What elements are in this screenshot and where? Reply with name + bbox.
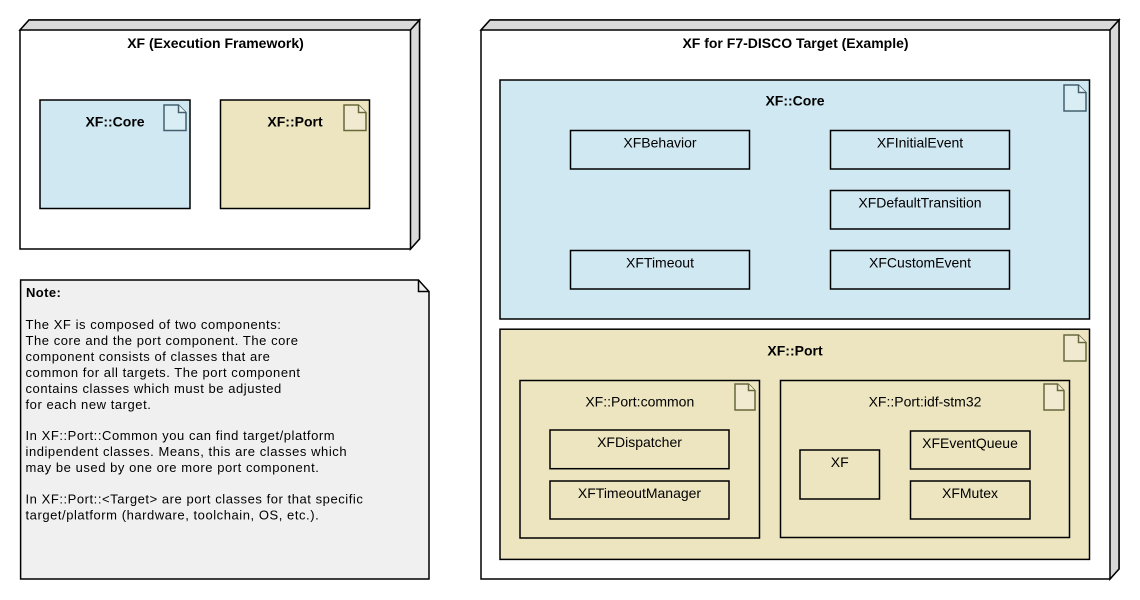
- svg-text:XF::Core: XF::Core: [765, 93, 824, 109]
- svg-text:XFDispatcher: XFDispatcher: [597, 434, 682, 450]
- svg-text:XF::Port:idf-stm32: XF::Port:idf-stm32: [869, 394, 982, 410]
- svg-text:for each new target.: for each new target.: [26, 397, 152, 412]
- svg-text:XF::Port:common: XF::Port:common: [585, 394, 694, 410]
- svg-text:XF: XF: [831, 454, 849, 470]
- svg-text:The XF is composed of two comp: The XF is composed of two components:: [26, 317, 282, 332]
- svg-text:XFDefaultTransition: XFDefaultTransition: [858, 195, 981, 211]
- svg-text:component consists of classes: component consists of classes that are: [26, 349, 271, 364]
- svg-text:XF::Port: XF::Port: [767, 343, 823, 359]
- svg-text:XF::Core: XF::Core: [85, 114, 144, 130]
- svg-text:XFCustomEvent: XFCustomEvent: [869, 255, 971, 271]
- svg-text:common for all targets. The po: common for all targets. The port compone…: [26, 365, 301, 380]
- svg-text:XFEventQueue: XFEventQueue: [922, 435, 1018, 451]
- svg-text:In XF::Port::<Target> are port: In XF::Port::<Target> are port classes f…: [26, 492, 364, 507]
- svg-text:In XF::Port::Common you can fi: In XF::Port::Common you can find target/…: [26, 428, 336, 443]
- svg-text:XFBehavior: XFBehavior: [623, 135, 696, 151]
- svg-text:target/platform (hardware, too: target/platform (hardware, toolchain, OS…: [26, 508, 320, 523]
- svg-text:XFTimeout: XFTimeout: [626, 255, 694, 271]
- svg-text:contains classes which must be: contains classes which must be adjusted: [26, 381, 282, 396]
- svg-text:XF::Port: XF::Port: [267, 114, 323, 130]
- svg-text:indipendent classes. Means, th: indipendent classes. Means, this are cla…: [26, 444, 348, 459]
- svg-text:XFMutex: XFMutex: [942, 485, 998, 501]
- svg-text:XFInitialEvent: XFInitialEvent: [877, 135, 963, 151]
- svg-text:The core and the port componen: The core and the port component. The cor…: [26, 333, 299, 348]
- svg-text:XF for F7-DISCO Target (Exampl: XF for F7-DISCO Target (Example): [682, 35, 908, 51]
- svg-text:may be used by one ore more po: may be used by one ore more port compone…: [26, 460, 320, 475]
- svg-text:Note:: Note:: [26, 285, 61, 300]
- svg-text:XF (Execution Framework): XF (Execution Framework): [127, 35, 304, 51]
- svg-text:XFTimeoutManager: XFTimeoutManager: [578, 485, 702, 501]
